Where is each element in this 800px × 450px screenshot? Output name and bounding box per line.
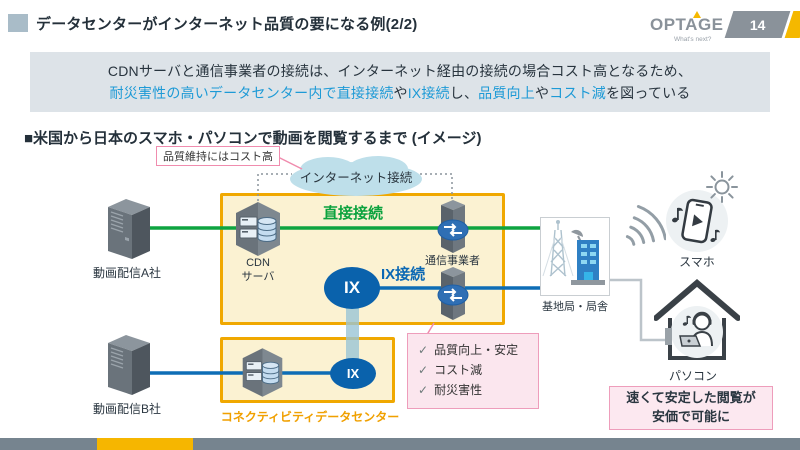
benefits-box: ✓品質向上・安定 ✓コスト減 ✓耐災害性 [407, 333, 539, 409]
cdn-server-b-icon [240, 347, 285, 403]
sun-icon [704, 169, 740, 210]
person-laptop-icon [679, 311, 713, 347]
internet-cloud: インターネット接続 [286, 154, 426, 198]
page-number: 14 [749, 16, 766, 33]
cdn-label: CDN サーバ [241, 257, 275, 284]
ix-connect-label: IX接続 [381, 266, 426, 283]
base-station-icon [542, 220, 605, 285]
cdn-server-icon [233, 201, 283, 262]
internet-cloud-label: インターネット接続 [299, 171, 413, 185]
summary-box: CDNサーバと通信事業者の接続は、インターネット経由の接続の場合コスト高となるた… [30, 52, 770, 112]
logo-accent-icon [693, 11, 701, 18]
pc-label: パソコン [668, 369, 717, 383]
footer-accent [97, 438, 193, 450]
result-box: 速くて安定した閲覧が 安価で可能に [609, 386, 773, 430]
ix-badge-small: IX [330, 358, 376, 389]
section-heading: ■米国から日本のスマホ・パソコンで動画を閲覧するまで (イメージ) [24, 130, 482, 147]
wifi-waves-icon [614, 186, 667, 259]
server-tower-b-icon [92, 333, 162, 404]
music-note-icon [672, 207, 720, 243]
slide-title: データセンターがインターネット品質の要になる例(2/2) [36, 16, 418, 33]
server-tower-a-icon [92, 197, 162, 268]
base-station-box [540, 217, 610, 296]
carrier-label: 通信事業者 [425, 255, 480, 267]
optage-logo: OPTAGE What's next? [650, 11, 732, 43]
port-icon [665, 328, 672, 345]
carrier-router-2-icon [433, 266, 473, 327]
cost-callout: 品質維持にはコスト高 [156, 146, 280, 166]
base-station-label: 基地局・局舎 [542, 301, 608, 313]
benefit-item: ✓コスト減 [418, 361, 528, 381]
title-bullet-decoration [8, 14, 28, 32]
benefit-item: ✓品質向上・安定 [418, 341, 528, 361]
optage-logo-tagline: What's next? [674, 36, 712, 43]
cloud-icon [290, 156, 422, 196]
ix-link-bar [346, 296, 359, 368]
datacenter-label: コネクティビティデータセンター [220, 410, 400, 424]
house-icon [653, 278, 741, 367]
check-icon: ✓ [418, 362, 429, 377]
summary-line-2: 耐災害性の高いデータセンター内で直接接続やIX接続し、品質向上やコスト減を図って… [109, 85, 691, 101]
server-b-label: 動画配信B社 [92, 402, 161, 416]
benefit-item: ✓耐災害性 [418, 381, 528, 401]
direct-connect-label: 直接接続 [323, 205, 384, 222]
summary-line-1: CDNサーバと通信事業者の接続は、インターネット経由の接続の場合コスト高となるた… [107, 63, 693, 79]
carrier-router-icon [433, 199, 473, 260]
check-icon: ✓ [418, 382, 429, 397]
smartphone-label: スマホ [679, 255, 715, 269]
result-line-2: 安価で可能に [651, 409, 730, 424]
check-icon: ✓ [418, 343, 429, 357]
footer-bar [0, 438, 800, 450]
optage-logo-text: OPTAGE [650, 15, 724, 34]
ix-badge-large: IX [324, 267, 380, 309]
server-a-label: 動画配信A社 [92, 266, 161, 280]
result-line-1: 速くて安定した閲覧が [626, 390, 756, 406]
page-number-tab: 14 [724, 11, 791, 38]
smartphone-icon [666, 190, 728, 252]
